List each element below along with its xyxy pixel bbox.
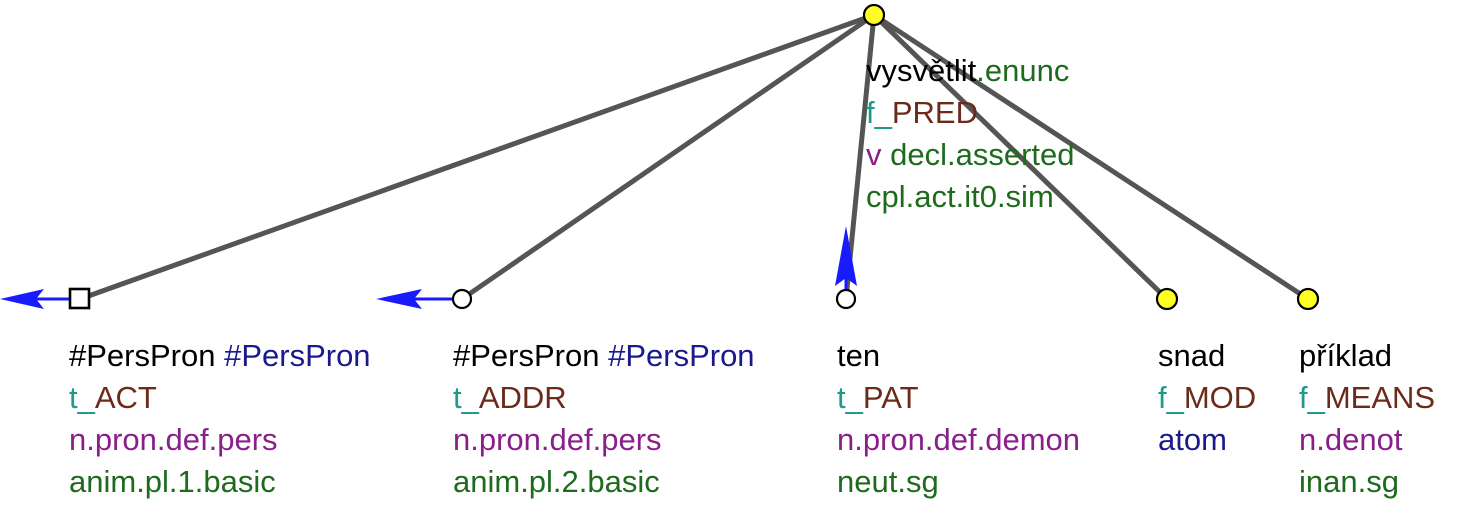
node-means-functor: MEANS [1324,380,1436,415]
node-addr-grammatemes: anim.pl.2.basic [453,464,660,499]
node-act-functor-prefix: t_ [69,380,95,415]
root-label: vysvětlit.enunc f_PRED v decl.asserted c… [866,50,1075,218]
node-act-functor: ACT [94,380,157,415]
edge-root-addr [459,12,877,302]
node-act[interactable] [68,287,91,310]
root-grammatemes: cpl.act.it0.sim [866,179,1054,214]
node-addr-functor: ADDR [478,380,567,415]
node-means-sempos: n.denot [1299,422,1403,457]
root-functor-prefix: f_ [866,95,892,130]
node-means-lemma: příklad [1299,338,1393,373]
root-lemma: vysvětlit [866,53,977,88]
node-label-pat: ten t_PAT n.pron.def.demon neut.sg [837,335,1080,503]
root-sempos-rest: decl.asserted [881,137,1075,172]
node-mod[interactable] [1155,287,1179,311]
node-act-lemma: #PersPron [69,338,216,373]
node-root[interactable] [862,3,886,27]
node-mod-sempos: atom [1158,422,1227,457]
node-mod-functor-prefix: f_ [1158,380,1184,415]
node-pat-functor: PAT [862,380,919,415]
node-means-functor-prefix: f_ [1299,380,1325,415]
node-addr[interactable] [451,288,473,310]
node-means-grammatemes: inan.sg [1299,464,1399,499]
node-act-sempos: n.pron.def.pers [69,422,278,457]
node-pat-lemma: ten [837,338,881,373]
node-pat[interactable] [835,288,857,310]
node-means[interactable] [1296,287,1320,311]
node-label-addr: #PersPron #PersPron t_ADDR n.pron.def.pe… [453,335,755,503]
node-mod-lemma: snad [1158,338,1226,373]
coref-arrow-act [0,289,72,309]
node-pat-grammatemes: neut.sg [837,464,939,499]
node-pat-functor-prefix: t_ [837,380,863,415]
node-pat-sempos: n.pron.def.demon [837,422,1081,457]
node-label-mod: snad f_MOD atom [1158,335,1256,461]
node-act-grammatemes: anim.pl.1.basic [69,464,276,499]
node-addr-lemma: #PersPron [453,338,600,373]
node-addr-lemma2: #PersPron [599,338,755,373]
edge-root-means [871,12,1311,302]
edge-root-act [77,12,877,302]
node-addr-functor-prefix: t_ [453,380,479,415]
node-act-lemma2: #PersPron [215,338,371,373]
root-sempos: v [866,137,882,172]
root-functor: PRED [891,95,978,130]
root-lemma-suffix: .enunc [976,53,1070,88]
coref-arrow-addr [376,289,455,309]
node-label-act: #PersPron #PersPron t_ACT n.pron.def.per… [69,335,371,503]
node-addr-sempos: n.pron.def.pers [453,422,662,457]
node-label-means: příklad f_MEANS n.denot inan.sg [1299,335,1435,503]
node-mod-functor: MOD [1183,380,1257,415]
coref-arrow-pat [835,226,857,290]
edge-root-mod [871,12,1170,302]
